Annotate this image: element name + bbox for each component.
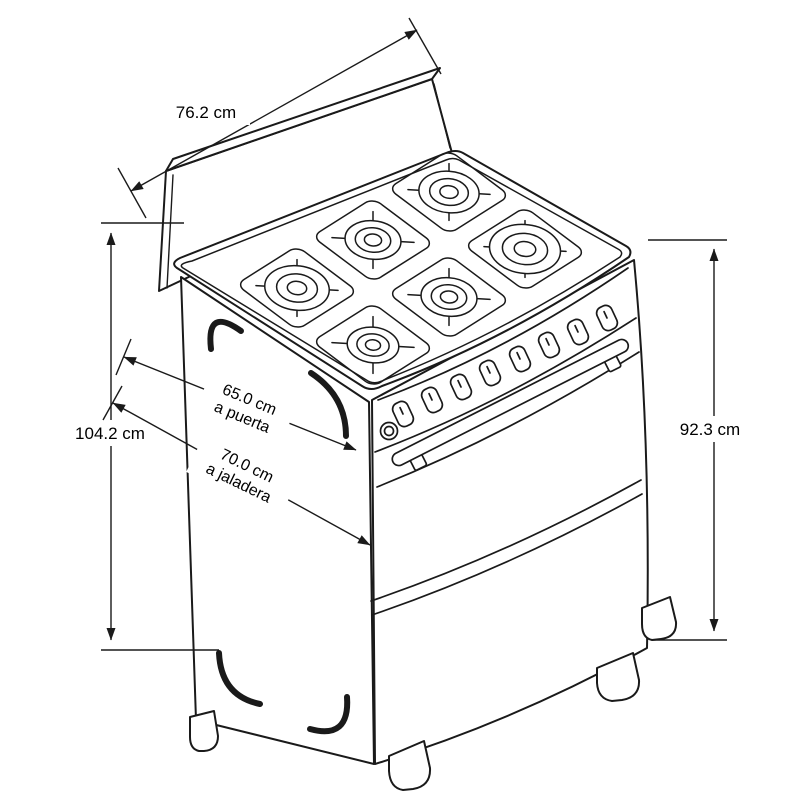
control-knob xyxy=(595,304,619,332)
cooktop-recess xyxy=(180,157,623,384)
burner xyxy=(337,320,410,370)
foot-back-right xyxy=(641,596,678,641)
control-knob xyxy=(508,345,532,373)
control-knob xyxy=(566,318,590,346)
control-panel-bottom-edge xyxy=(374,317,637,453)
burner-grates xyxy=(236,150,586,387)
control-knob xyxy=(449,373,473,401)
bracket-bottom-left xyxy=(216,650,263,707)
feet xyxy=(189,596,678,791)
dim-height-left-label: 104.2 cm xyxy=(75,424,145,443)
dim-width-ext-right xyxy=(408,17,442,75)
control-knob xyxy=(478,359,502,387)
dim-width-ext-left xyxy=(117,167,147,219)
burner xyxy=(406,163,491,222)
foot-front-left xyxy=(388,740,432,791)
dim-height-right-label: 92.3 cm xyxy=(680,420,740,439)
dim-width-label-bg xyxy=(162,99,250,125)
drawer-top-seam xyxy=(371,493,643,616)
front-panel xyxy=(371,259,649,765)
dim-height-right-label-bg xyxy=(669,416,751,442)
dim-width-line xyxy=(130,29,418,192)
burner xyxy=(251,257,342,320)
dim-width: 76.2 cm xyxy=(117,17,442,219)
knob-marker xyxy=(428,392,433,401)
door-handle xyxy=(391,338,630,471)
backsplash-edge-left xyxy=(166,174,174,289)
burner xyxy=(475,214,575,283)
foot-back-left xyxy=(189,710,219,752)
dim-depth-handle-ext xyxy=(102,385,123,421)
door-top-rail xyxy=(376,351,640,488)
handle-bar xyxy=(391,338,630,467)
stove-drawing xyxy=(159,67,678,791)
control-knob xyxy=(537,331,561,359)
burner xyxy=(409,270,488,325)
brand-badge xyxy=(379,421,399,441)
knob-marker xyxy=(574,324,579,333)
dim-depth-handle-label-bg xyxy=(186,432,299,518)
knob-marker xyxy=(516,351,521,360)
dim-depth-door-ext xyxy=(115,338,132,376)
control-knob xyxy=(420,386,444,414)
burner xyxy=(333,213,412,268)
control-knob xyxy=(391,400,415,428)
dim-width-label: 76.2 cm xyxy=(176,103,236,122)
bracket-top-left xyxy=(207,318,244,352)
control-panel xyxy=(374,267,637,453)
knob-marker xyxy=(545,337,550,346)
oven-door xyxy=(370,338,643,616)
knob-marker xyxy=(603,310,608,319)
dim-height-right: 92.3 cm xyxy=(648,239,751,641)
knob-marker xyxy=(457,379,462,388)
backsplash-edge-right xyxy=(433,83,451,149)
cooktop xyxy=(174,150,630,389)
door-bottom-seam xyxy=(370,479,642,602)
knob-marker xyxy=(399,406,404,415)
bracket-bottom-right xyxy=(307,694,351,735)
foot-front-right xyxy=(596,652,641,702)
knob-marker xyxy=(486,365,491,374)
control-panel-top-edge xyxy=(377,267,629,401)
dimension-annotations: 76.2 cm 104.2 cm 65.0 cm a puerta xyxy=(66,17,751,651)
